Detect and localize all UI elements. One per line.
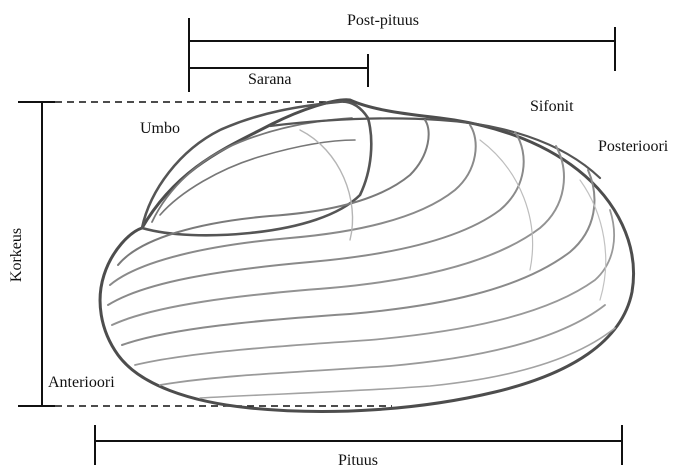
umbo-label: Umbo [140,121,180,137]
korkeus-label: Korkeus [9,228,25,282]
pituus-label: Pituus [338,453,378,469]
height-dashed-guides [55,102,392,406]
posterioori-label: Posterioori [598,139,668,155]
sifonit-label: Sifonit [530,99,574,115]
anterioori-label: Anterioori [48,375,115,391]
post-pituus-label: Post-pituus [347,13,419,29]
shell-illustration [100,100,633,412]
sarana-label: Sarana [248,72,292,88]
